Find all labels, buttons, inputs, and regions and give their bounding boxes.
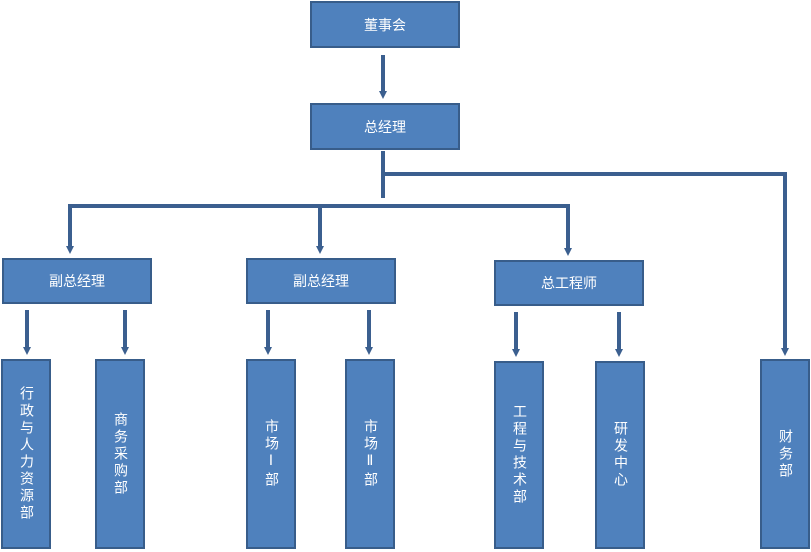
node-chief-engineer-label: 总工程师: [541, 276, 597, 292]
node-admin-hr-label: 行政与人力资源部: [18, 386, 34, 522]
node-engineering-tech: 工程与技术部: [494, 361, 544, 549]
node-market-2: 市场Ⅱ部: [345, 359, 395, 549]
node-board-label: 董事会: [364, 17, 406, 34]
node-vice-general-manager-2: 副总经理: [246, 258, 396, 304]
node-admin-hr: 行政与人力资源部: [1, 359, 51, 549]
node-board: 董事会: [310, 1, 460, 48]
node-general-manager: 总经理: [310, 103, 460, 150]
node-procurement-label: 商务采购部: [112, 411, 128, 497]
node-rnd-center: 研发中心: [595, 361, 645, 549]
node-engineering-tech-label: 工程与技术部: [511, 404, 527, 506]
node-finance: 财务部: [760, 359, 810, 549]
node-general-manager-label: 总经理: [364, 119, 406, 136]
node-finance-label: 财务部: [777, 428, 793, 480]
node-rnd-center-label: 研发中心: [612, 421, 628, 489]
node-procurement: 商务采购部: [95, 359, 145, 549]
node-vice-general-manager-1: 副总经理: [2, 258, 152, 304]
node-vice-general-manager-2-label: 副总经理: [293, 274, 349, 290]
node-market-1-label: 市场Ⅰ部: [263, 419, 279, 489]
node-chief-engineer: 总工程师: [494, 260, 644, 306]
node-market-2-label: 市场Ⅱ部: [362, 419, 378, 489]
node-vice-general-manager-1-label: 副总经理: [49, 274, 105, 290]
node-market-1: 市场Ⅰ部: [246, 359, 296, 549]
